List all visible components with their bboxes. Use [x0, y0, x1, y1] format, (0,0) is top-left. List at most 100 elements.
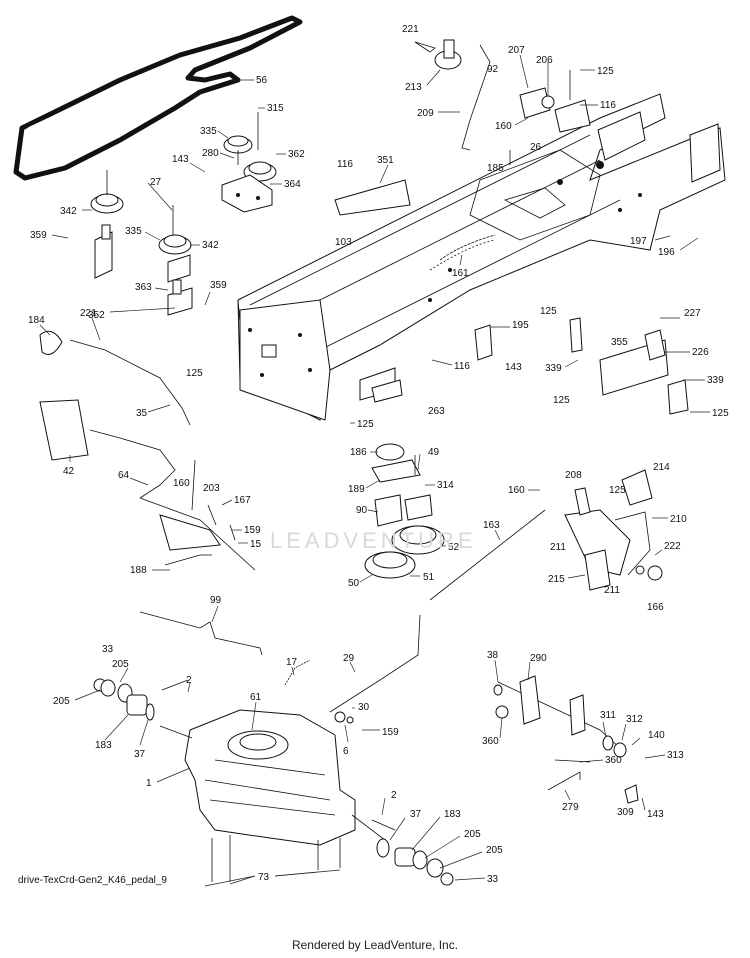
callout-125f: 125: [186, 368, 203, 379]
callout-359b: 359: [204, 280, 227, 306]
callout-61: 61: [250, 692, 262, 731]
callout-116a: 116: [580, 100, 616, 111]
svg-text:27: 27: [150, 177, 162, 188]
svg-text:42: 42: [63, 466, 75, 477]
svg-text:185: 185: [487, 163, 504, 174]
lift-handle: [414, 39, 591, 165]
svg-text:214: 214: [653, 462, 670, 473]
svg-text:183: 183: [95, 740, 112, 751]
callout-116c: 116: [431, 359, 470, 372]
svg-text:311: 311: [600, 710, 616, 721]
callout-213: 213: [405, 69, 441, 93]
callout-314: 314: [425, 480, 454, 491]
svg-text:73: 73: [258, 872, 270, 883]
svg-text:163: 163: [483, 520, 500, 531]
callout-189: 189: [348, 479, 381, 495]
svg-text:26: 26: [530, 142, 542, 153]
callout-363: 363: [135, 282, 169, 293]
callout-210: 210: [652, 514, 687, 525]
callout-161: 161: [452, 254, 469, 279]
callout-315: 315: [258, 103, 284, 114]
svg-text:184: 184: [28, 315, 45, 326]
svg-text:160: 160: [173, 478, 190, 489]
svg-text:362: 362: [288, 149, 305, 160]
svg-text:33: 33: [102, 644, 114, 655]
svg-text:309: 309: [617, 807, 634, 818]
callout-364: 364: [270, 179, 301, 190]
callout-196: 196: [658, 237, 699, 258]
callout-221a: 221: [402, 24, 419, 35]
callout-160c: 160: [508, 485, 540, 496]
svg-text:15: 15: [250, 539, 262, 550]
callout-15: 15: [238, 539, 262, 550]
svg-text:2: 2: [186, 675, 192, 686]
callout-125a: 125: [580, 66, 614, 77]
svg-text:221: 221: [402, 24, 419, 35]
callout-26: 26: [530, 142, 542, 153]
callout-207: 207: [508, 45, 529, 89]
callout-90: 90: [356, 505, 379, 516]
callout-167: 167: [221, 495, 251, 506]
svg-text:125: 125: [540, 306, 557, 317]
center-pulley-assembly: [364, 443, 445, 579]
callout-352: 352: [88, 307, 176, 321]
callout-35: 35: [136, 404, 171, 419]
callout-184: 184: [28, 315, 51, 336]
svg-text:352: 352: [88, 310, 105, 321]
svg-text:205: 205: [486, 845, 503, 856]
svg-text:189: 189: [348, 484, 365, 495]
svg-text:314: 314: [437, 480, 454, 491]
callout-125e: 125: [350, 419, 374, 430]
drive-belt: [13, 15, 303, 181]
callout-143c: 143: [641, 797, 664, 820]
callout-160a: 160: [495, 117, 529, 132]
svg-text:227: 227: [684, 308, 701, 319]
svg-text:64: 64: [118, 470, 130, 481]
svg-text:335: 335: [200, 126, 217, 137]
right-axle-parts: [371, 819, 454, 886]
svg-text:315: 315: [267, 103, 284, 114]
chassis-frame: [237, 93, 726, 421]
callout-206: 206: [536, 55, 553, 96]
svg-text:166: 166: [647, 602, 664, 613]
callout-188: 188: [130, 565, 170, 576]
svg-text:50: 50: [348, 578, 360, 589]
callout-342b: 342: [190, 240, 219, 251]
svg-text:160: 160: [508, 485, 525, 496]
svg-text:167: 167: [234, 495, 251, 506]
callout-185: 185: [487, 163, 504, 174]
callout-335: 335: [200, 126, 229, 139]
callout-205a: 205: [112, 659, 129, 683]
callout-64: 64: [118, 470, 149, 486]
svg-text:363: 363: [135, 282, 152, 293]
callout-312: 312: [621, 714, 643, 741]
svg-text:90: 90: [356, 505, 368, 516]
svg-text:342: 342: [60, 206, 77, 217]
callout-103: 103: [335, 237, 352, 248]
svg-text:195: 195: [512, 320, 529, 331]
callout-1: 1: [146, 767, 191, 789]
svg-text:290: 290: [530, 653, 547, 664]
callout-205d: 205: [439, 845, 503, 869]
callout-49: 49: [417, 447, 440, 471]
svg-text:186: 186: [350, 447, 367, 458]
svg-text:37: 37: [134, 749, 146, 760]
svg-text:211: 211: [604, 585, 620, 596]
callout-355: 355: [611, 337, 628, 348]
svg-text:355: 355: [611, 337, 628, 348]
brake-shaft-assembly: [493, 675, 639, 804]
transaxle: [159, 709, 386, 882]
callout-52: 52: [440, 542, 460, 553]
svg-text:125: 125: [712, 408, 729, 419]
svg-text:6: 6: [343, 746, 349, 757]
svg-text:205: 205: [464, 829, 481, 840]
callout-38: 38: [487, 650, 499, 683]
svg-text:359: 359: [210, 280, 227, 291]
svg-text:17: 17: [286, 657, 298, 668]
callout-205b: 205: [53, 689, 101, 707]
callout-125c: 125: [553, 395, 570, 406]
svg-text:263: 263: [428, 406, 445, 417]
callout-73: 73: [204, 869, 341, 887]
callout-211a: 211: [550, 542, 566, 553]
svg-text:160: 160: [495, 121, 512, 132]
